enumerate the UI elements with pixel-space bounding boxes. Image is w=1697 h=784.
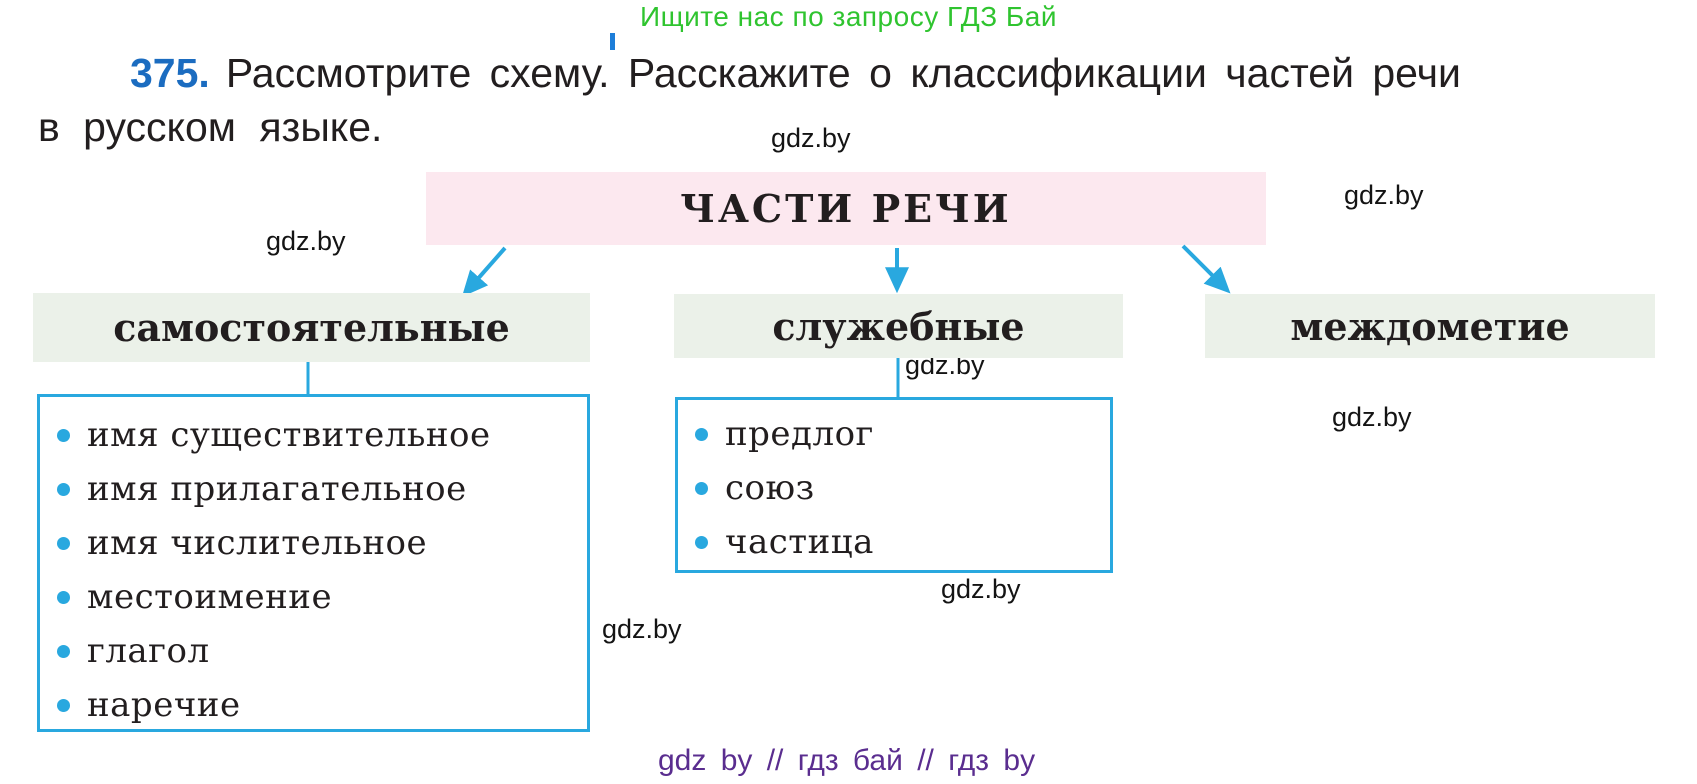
auxiliary-parts-list: предлог союз частица <box>678 407 1110 569</box>
bullet-dot-icon <box>57 644 70 658</box>
list-item-label: наречие <box>87 685 241 725</box>
bullet-dot-icon <box>695 535 708 549</box>
list-item-label: союз <box>725 468 815 508</box>
promo-banner: Ищите нас по запросу ГДЗ Бай <box>639 1 1058 32</box>
independent-parts-list-box: имя существительное имя прилагательное и… <box>37 394 590 732</box>
list-item: имя числительное <box>40 516 587 570</box>
watermark-gdzby: gdz.by <box>941 574 1021 604</box>
watermark-gdzby: gdz.by <box>771 123 851 153</box>
list-item: наречие <box>40 678 587 732</box>
arrow-to-independent <box>461 246 507 297</box>
exercise-text-line1: Рассмотрите схему. Расскажите о классифи… <box>225 50 1461 96</box>
list-item-label: глагол <box>87 631 210 671</box>
list-item: частица <box>678 515 1110 569</box>
watermark-gdzby: gdz.by <box>1344 180 1424 210</box>
list-item-label: имя прилагательное <box>87 469 467 509</box>
independent-parts-list: имя существительное имя прилагательное и… <box>40 408 587 732</box>
bullet-dot-icon <box>695 481 708 495</box>
list-item: глагол <box>40 624 587 678</box>
list-item: местоимение <box>40 570 587 624</box>
branch-box-auxiliary: служебные <box>674 294 1123 358</box>
bullet-dot-icon <box>57 590 70 604</box>
watermark-gdzby: gdz.by <box>602 614 682 644</box>
bullet-dot-icon <box>57 698 70 712</box>
arrow-to-interjection <box>1181 244 1231 294</box>
cursor-tick-mark <box>610 33 615 50</box>
list-item: союз <box>678 461 1110 515</box>
bullet-dot-icon <box>695 427 708 441</box>
branch-box-independent: самостоятельные <box>33 293 590 362</box>
list-item-label: частица <box>725 522 874 562</box>
exercise-number: 375. <box>130 50 210 96</box>
branch-box-interjection: междометие <box>1205 294 1655 358</box>
exercise-instruction-line1: 375. Рассмотрите схему. Расскажите о клас… <box>130 50 1461 97</box>
bullet-dot-icon <box>57 482 70 496</box>
watermark-gdzby: gdz.by <box>1332 402 1412 432</box>
bullet-dot-icon <box>57 428 70 442</box>
branch-label-interjection: междометие <box>1290 303 1570 349</box>
bullet-dot-icon <box>57 536 70 550</box>
list-item: предлог <box>678 407 1110 461</box>
list-item: имя прилагательное <box>40 462 587 516</box>
list-item-label: предлог <box>725 414 874 454</box>
list-item: имя существительное <box>40 408 587 462</box>
auxiliary-parts-list-box: предлог союз частица <box>675 397 1113 573</box>
branch-label-auxiliary: служебные <box>772 303 1025 349</box>
exercise-instruction-line2: в русском языке. <box>38 104 383 150</box>
list-item-label: местоимение <box>87 577 333 617</box>
watermark-gdzby: gdz.by <box>266 226 346 256</box>
scheme-title-box: ЧАСТИ РЕЧИ <box>426 172 1266 245</box>
footer-seo-tags: gdz by // гдз бай // гдз by <box>658 744 1036 777</box>
list-item-label: имя существительное <box>87 415 491 455</box>
list-item-label: имя числительное <box>87 523 428 563</box>
scheme-title: ЧАСТИ РЕЧИ <box>680 186 1012 231</box>
branch-label-independent: самостоятельные <box>113 305 510 350</box>
